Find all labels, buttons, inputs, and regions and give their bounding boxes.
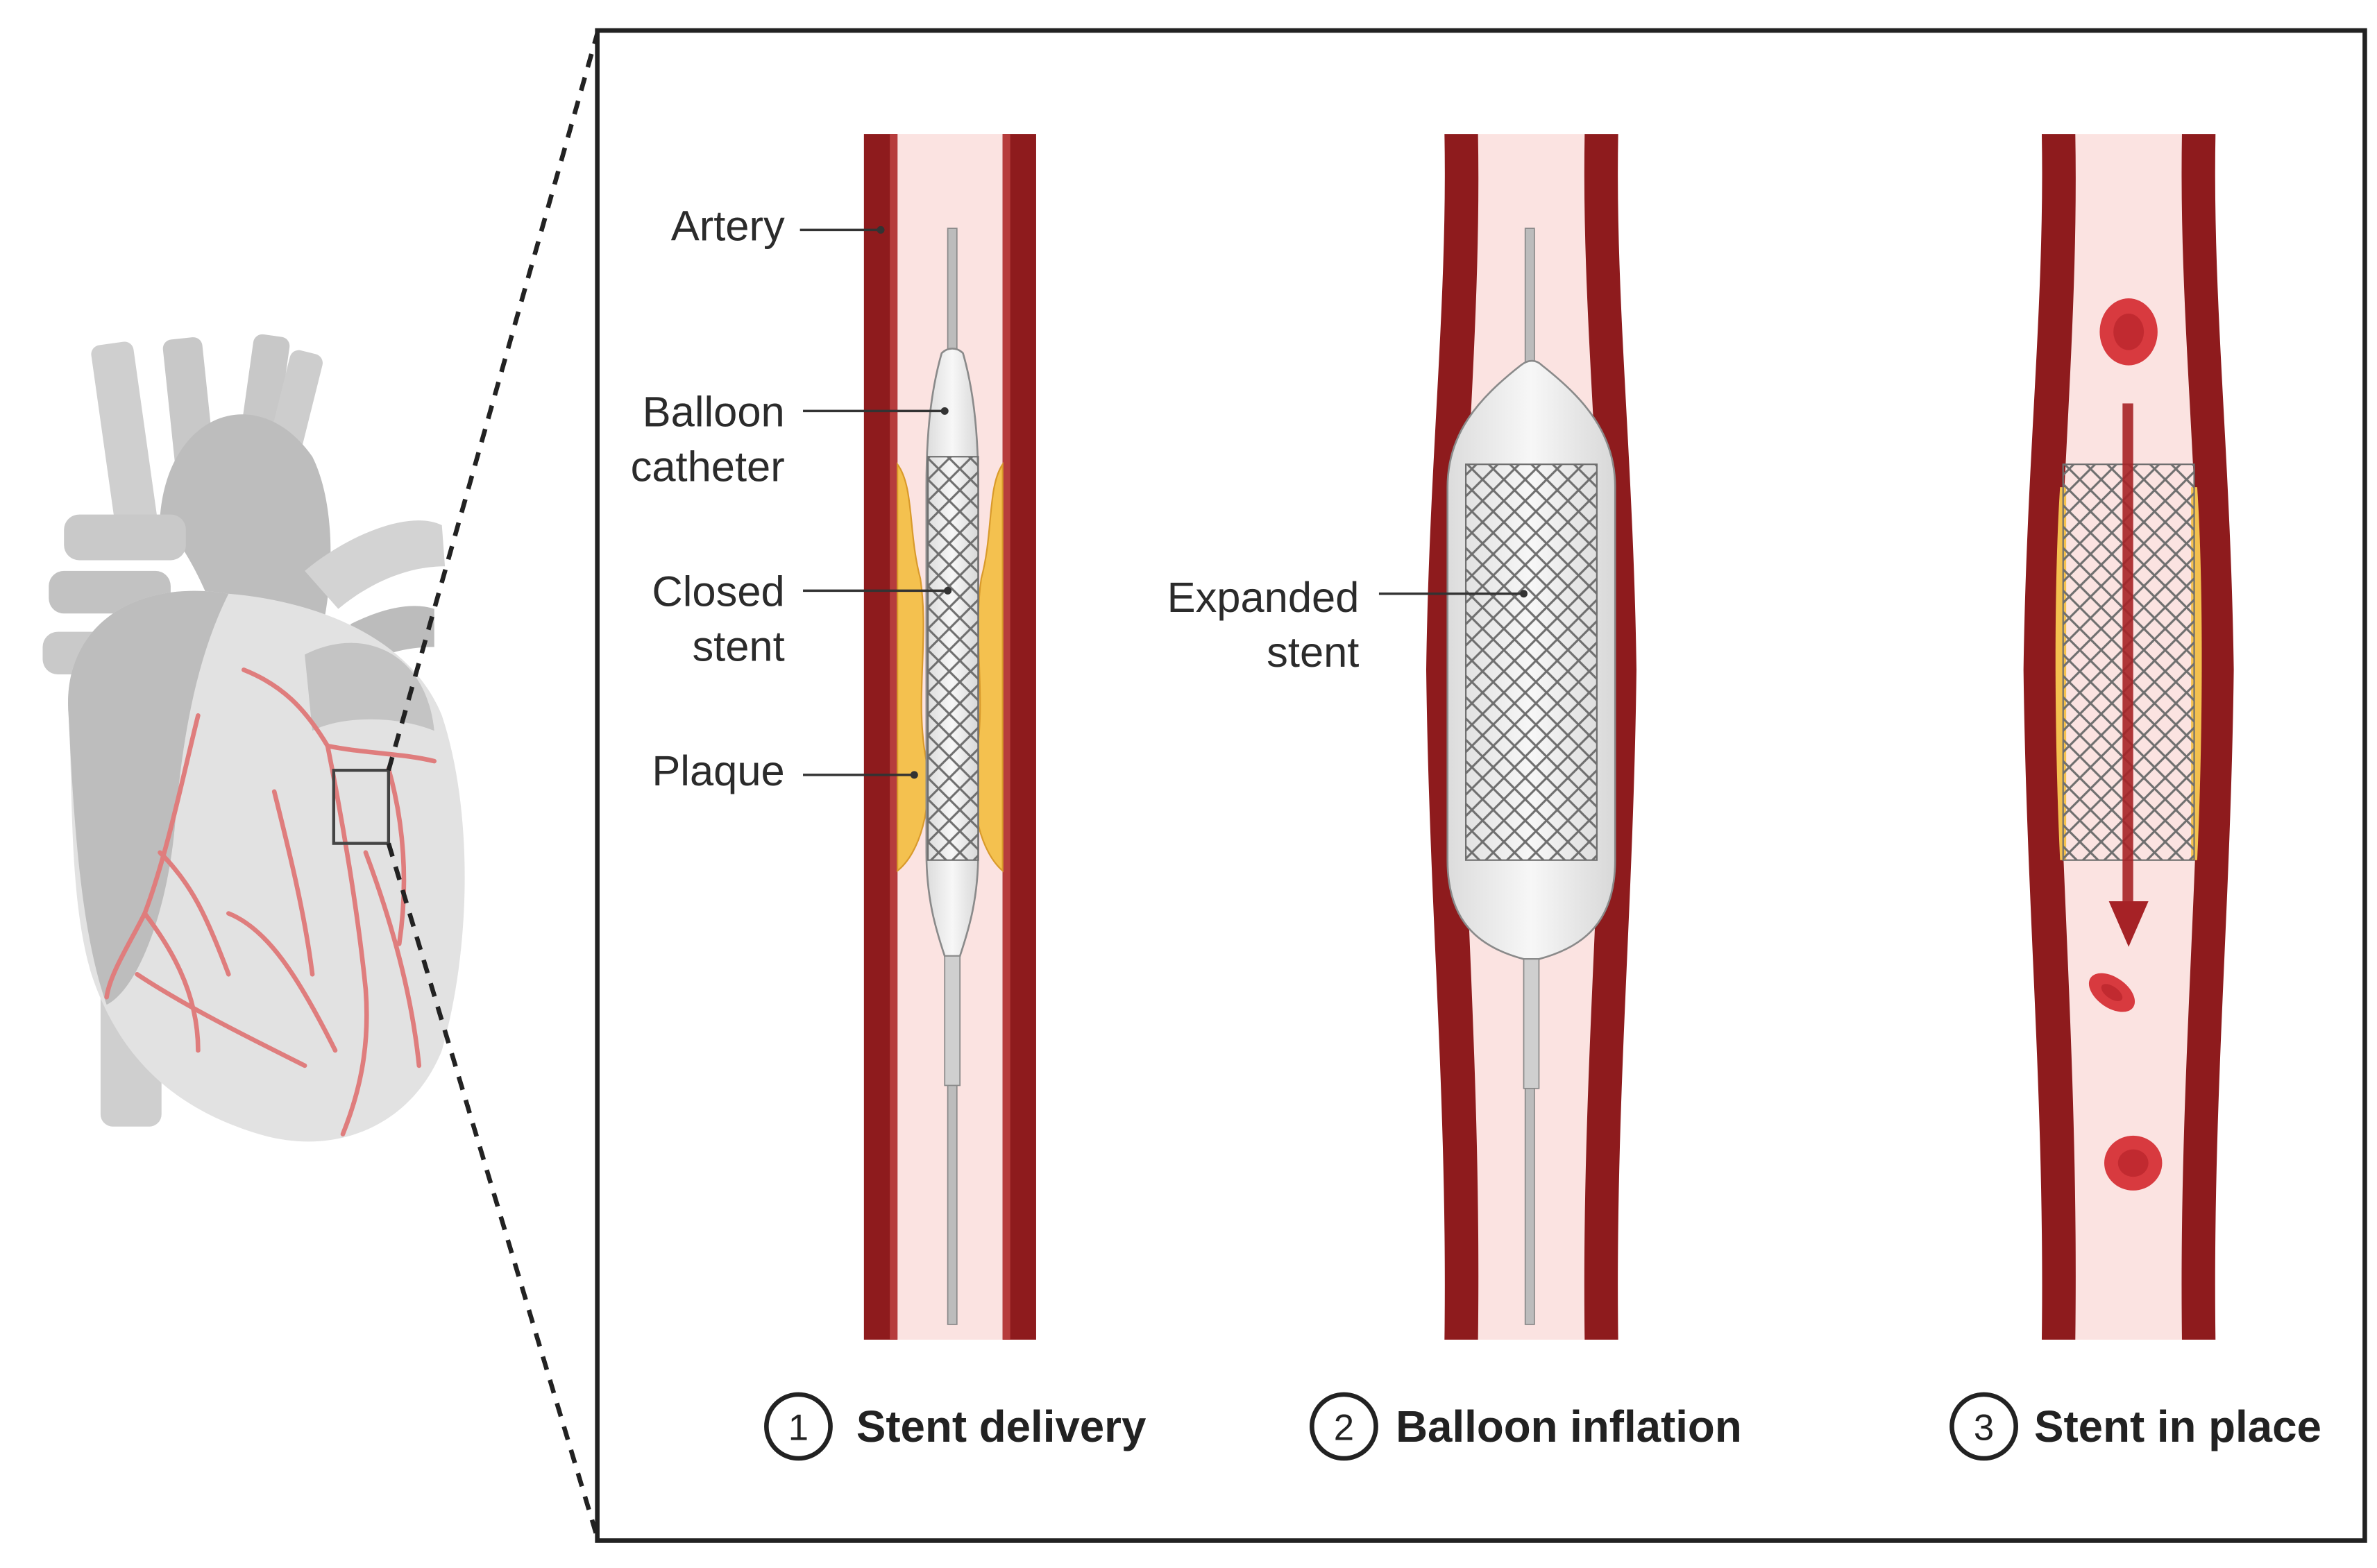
step-2-number-circle: [1310, 1392, 1378, 1461]
coronary-artery: [104, 667, 437, 1136]
label-closed-line2: stent: [692, 622, 784, 670]
labels-step1: Artery Balloon catheter Closed stent Pla…: [631, 203, 952, 795]
label-artery: Artery: [671, 203, 785, 250]
heart-illustration: [42, 334, 465, 1142]
plaque-left: [897, 461, 929, 873]
zoom-lines: [386, 33, 600, 1539]
label-closed-line1: Closed: [652, 568, 784, 615]
labels-step2: Expanded stent: [1167, 574, 1528, 676]
blood-cell-icon: [2099, 298, 2158, 366]
step-2-label: Balloon inflation: [1396, 1402, 1742, 1451]
artery-balloon-inflation: [1426, 134, 1636, 1340]
magnify-box: [332, 769, 391, 845]
blood-cell-icon: [2088, 973, 2135, 1012]
artery-stent-in-place: [2023, 134, 2234, 1340]
label-balloon-line2: catheter: [631, 443, 785, 491]
closed-stent: [927, 456, 979, 861]
step-1-label: Stent delivery: [856, 1402, 1147, 1451]
step-3-label: Stent in place: [2034, 1402, 2321, 1451]
step-2: 2 Balloon inflation: [1310, 1392, 1742, 1461]
step-3-number: 3: [1974, 1408, 1994, 1449]
step-1: 1 Stent delivery: [764, 1392, 1147, 1461]
label-expanded-line2: stent: [1267, 629, 1359, 676]
step-3: 3 Stent in place: [1949, 1392, 2321, 1461]
blood-cell-icon: [2104, 1135, 2163, 1191]
step-1-number: 1: [788, 1408, 809, 1449]
flow-arrow-icon: [2108, 403, 2149, 947]
label-plaque: Plaque: [652, 747, 784, 795]
label-balloon-line1: Balloon: [643, 388, 785, 436]
artery-stent-delivery: [863, 134, 1036, 1340]
plaque-right: [972, 461, 1004, 873]
label-expanded-line1: Expanded: [1167, 574, 1360, 622]
step-3-number-circle: [1949, 1392, 2018, 1461]
expanded-stent: [1464, 463, 1598, 861]
step-2-number: 2: [1334, 1408, 1354, 1449]
step-1-number-circle: [764, 1392, 833, 1461]
